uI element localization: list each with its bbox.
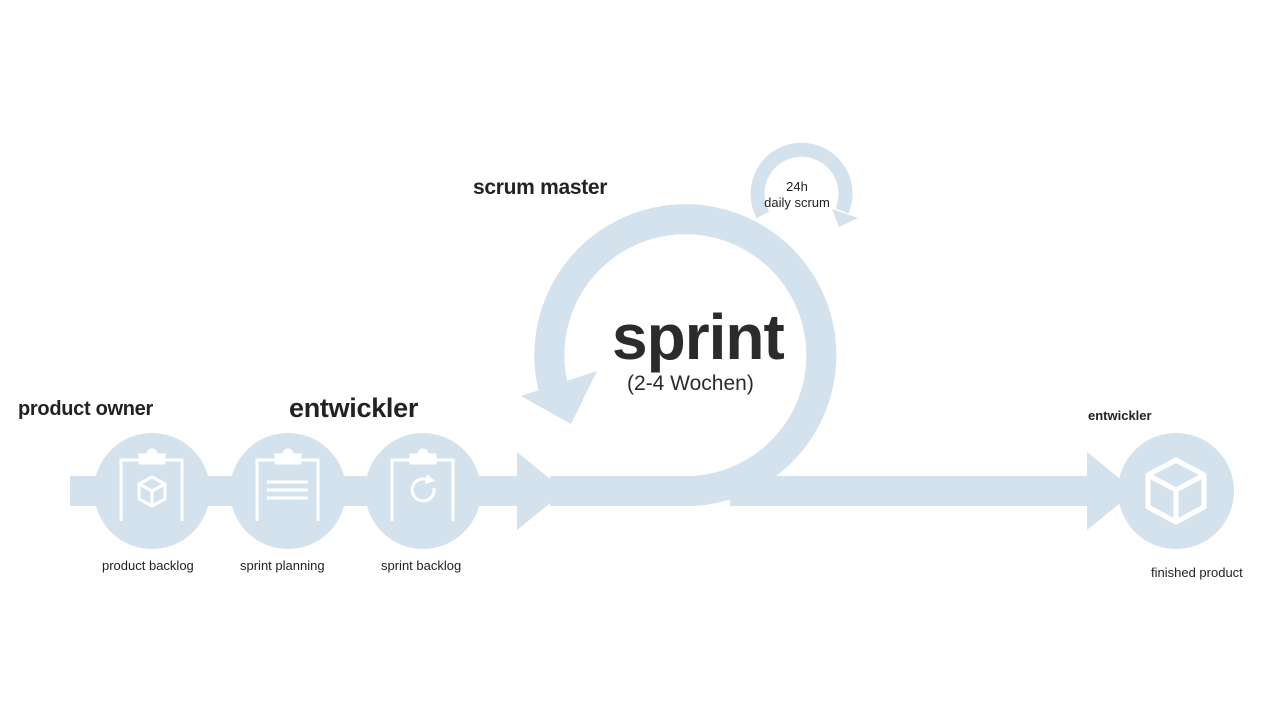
role-product-owner: product owner xyxy=(18,398,153,420)
step-sprint-planning: sprint planning xyxy=(240,558,325,573)
role-scrum-master: scrum master xyxy=(473,176,608,199)
role-developers-final: entwickler xyxy=(1088,408,1152,423)
arrow-into-sprint xyxy=(517,452,565,530)
step-product-backlog: product backlog xyxy=(102,558,194,573)
cube-icon xyxy=(1145,457,1207,525)
clipboard-cycle-icon xyxy=(390,448,455,521)
step-finished-product: finished product xyxy=(1151,565,1243,580)
flow-band-right xyxy=(730,476,1094,506)
daily-scrum-arrowhead xyxy=(832,209,858,227)
role-developers: entwickler xyxy=(289,393,419,423)
clipboard-cube-icon xyxy=(119,448,184,521)
sprint-title: sprint xyxy=(612,301,785,373)
arrow-into-product xyxy=(1087,452,1135,530)
daily-scrum-loop xyxy=(750,142,853,219)
sprint-loop xyxy=(534,204,837,506)
clipboard-list-icon xyxy=(255,448,320,521)
sprint-duration: (2-4 Wochen) xyxy=(627,372,754,395)
daily-scrum-interval: 24h xyxy=(786,179,808,194)
step-sprint-backlog: sprint backlog xyxy=(381,558,462,573)
sprint-loop-arrowhead xyxy=(521,371,597,424)
daily-scrum-name: daily scrum xyxy=(764,195,830,210)
daily-scrum-label: 24h daily scrum xyxy=(751,179,843,211)
